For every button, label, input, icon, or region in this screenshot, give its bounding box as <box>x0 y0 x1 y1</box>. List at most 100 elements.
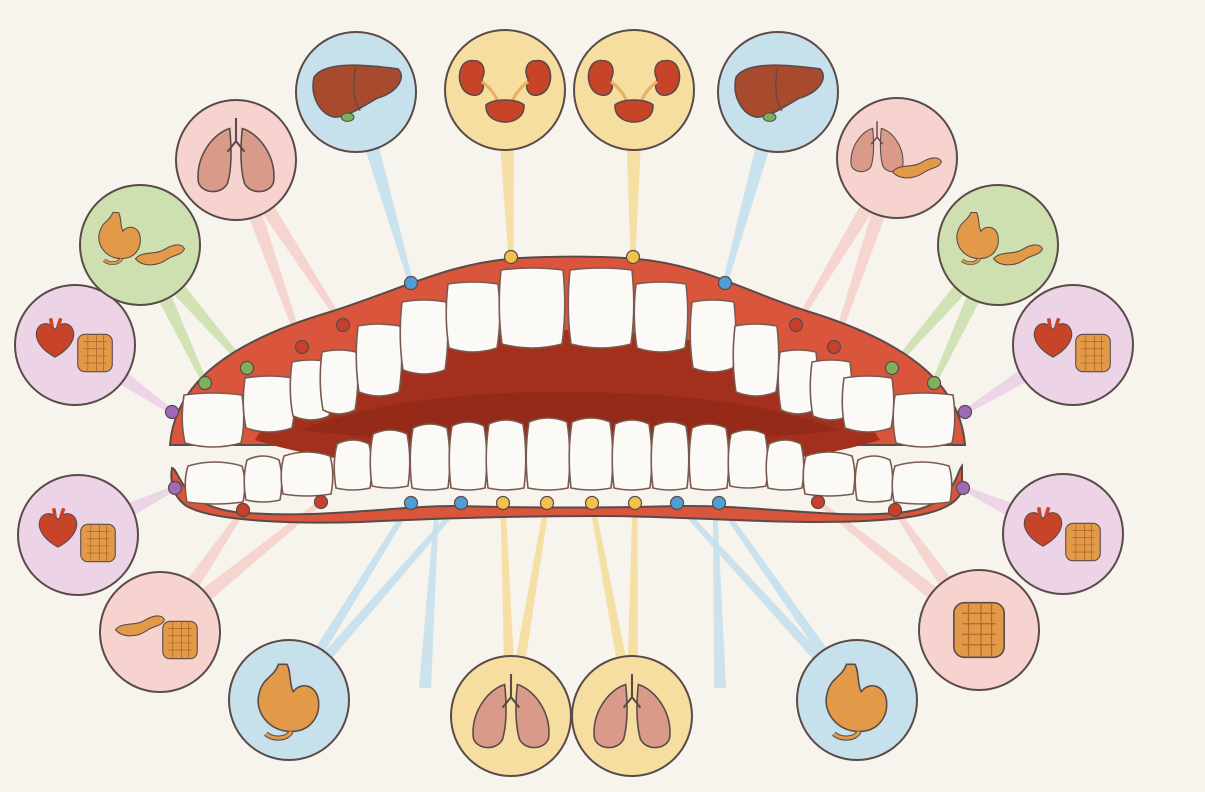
intestine-icon <box>1076 334 1111 371</box>
tooth <box>185 462 245 504</box>
tooth <box>320 350 358 414</box>
tooth-dot <box>812 496 825 509</box>
tooth-dot <box>296 341 309 354</box>
tooth <box>766 440 804 490</box>
organ-circle-lower-left-1 <box>18 475 138 595</box>
mouth <box>170 257 965 523</box>
tooth-dot <box>586 497 599 510</box>
tooth-dot <box>627 251 640 264</box>
connector-beam <box>590 503 627 662</box>
tooth-dot <box>455 497 468 510</box>
tooth <box>400 300 448 374</box>
connector-beam <box>501 503 514 660</box>
tooth <box>243 376 295 432</box>
tooth <box>281 452 333 496</box>
intestine-icon <box>81 524 116 561</box>
tooth <box>803 452 855 496</box>
intestine-icon <box>78 334 113 371</box>
tooth-dot <box>505 251 518 264</box>
organ-circle-upper-right-3 <box>837 98 957 218</box>
intestine-icon <box>163 621 198 658</box>
tooth-dot <box>790 319 803 332</box>
tooth <box>728 430 768 488</box>
organ-circle-upper-right-1 <box>1013 285 1133 405</box>
tooth-dot <box>337 319 350 332</box>
connector-beam <box>515 503 549 662</box>
tooth-dot <box>828 341 841 354</box>
organ-circle-bg <box>18 475 138 595</box>
tooth-dot <box>405 277 418 290</box>
tooth-dot <box>541 497 554 510</box>
tooth-dot <box>405 497 418 510</box>
tooth <box>449 422 487 490</box>
tooth <box>526 418 570 490</box>
tooth <box>612 420 652 490</box>
connector-beam <box>675 501 823 662</box>
organ-circle-lower-right-2 <box>919 570 1039 690</box>
tooth <box>499 268 565 348</box>
tooth-dot <box>166 406 179 419</box>
connector-beam <box>964 369 1029 415</box>
organ-circle-upper-right-5 <box>574 30 694 150</box>
organ-circle-upper-left-1 <box>15 285 135 405</box>
tooth-dot <box>629 497 642 510</box>
tooth <box>486 420 526 490</box>
connector-beam <box>717 502 829 657</box>
tooth <box>334 440 372 490</box>
organ-circle-bg <box>1013 285 1133 405</box>
tooth-dot <box>199 377 212 390</box>
tooth <box>446 282 500 352</box>
organ-circle-lower-right-4 <box>572 656 692 776</box>
tooth <box>410 424 450 490</box>
intestine-icon <box>954 603 1004 658</box>
connector-beam <box>628 503 638 660</box>
tooth-dot <box>889 504 902 517</box>
tooth-dot <box>957 482 970 495</box>
connector-beam <box>723 144 770 284</box>
tooth-dot <box>959 406 972 419</box>
tooth <box>855 456 893 502</box>
organ-circle-lower-left-3 <box>229 640 349 760</box>
connector-beam <box>365 144 414 284</box>
tooth-dot <box>719 277 732 290</box>
tooth-dot <box>169 482 182 495</box>
organ-circle-upper-left-2 <box>80 185 200 305</box>
connector-beam <box>500 146 514 257</box>
tooth <box>842 376 894 432</box>
organ-circle-upper-right-2 <box>938 185 1058 305</box>
organ-circle-bg <box>1003 474 1123 594</box>
tooth <box>569 418 613 490</box>
connector-beam <box>713 505 726 688</box>
connector-beam <box>893 509 953 589</box>
organ-circle-upper-left-5 <box>445 30 565 150</box>
connector-beam <box>419 505 439 688</box>
tooth-dot <box>671 497 684 510</box>
organ-circle-lower-left-4 <box>451 656 571 776</box>
tooth <box>356 324 402 396</box>
tooth <box>733 324 779 396</box>
tooth-dot <box>713 497 726 510</box>
organ-circle-upper-left-4 <box>296 32 416 152</box>
tooth <box>370 430 410 488</box>
organ-circle-lower-right-1 <box>1003 474 1123 594</box>
tooth-dot <box>241 362 254 375</box>
tooth <box>651 422 689 490</box>
organ-circle-upper-right-4 <box>718 32 838 152</box>
tooth <box>689 424 729 490</box>
tooth-dot <box>497 497 510 510</box>
tooth <box>634 282 688 352</box>
connector-beam <box>627 146 641 257</box>
organ-circle-bg <box>15 285 135 405</box>
tooth-dot <box>886 362 899 375</box>
tooth <box>892 462 952 504</box>
tooth-dot <box>315 496 328 509</box>
tooth-dot <box>928 377 941 390</box>
tooth <box>568 268 634 348</box>
connector-beam <box>322 501 463 661</box>
organ-circle-lower-right-3 <box>797 640 917 760</box>
tooth <box>690 300 736 372</box>
organ-circle-lower-left-2 <box>100 572 220 692</box>
intestine-icon <box>1066 523 1101 560</box>
